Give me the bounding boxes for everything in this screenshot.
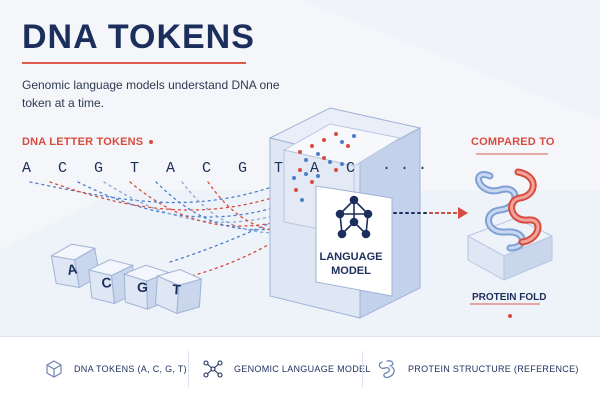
legend-item-protein-structure: PROTEIN STRUCTURE (REFERENCE) xyxy=(376,337,579,401)
page-subtitle: Genomic language models understand DNA o… xyxy=(22,78,280,110)
label-dot xyxy=(149,140,154,145)
language-model-label: LANGUAGE MODEL xyxy=(319,251,383,277)
protein-pedestal xyxy=(466,217,554,281)
background-panel xyxy=(300,0,600,120)
legend-label: DNA TOKENS (A, C, G, T) xyxy=(74,364,187,374)
cube-letter: A xyxy=(66,260,79,278)
legend-item-dna-tokens: DNA TOKENS (A, C, G, T) xyxy=(44,337,187,401)
legend-divider xyxy=(362,351,363,387)
legend-divider xyxy=(188,351,189,387)
token-cube-t xyxy=(154,269,203,315)
token-cube-a xyxy=(49,243,101,289)
cube-letter: G xyxy=(137,279,148,295)
diagram-canvas: A C G T xyxy=(29,0,600,319)
network-icon xyxy=(203,360,223,378)
cube-icon xyxy=(46,360,62,378)
marker-dot xyxy=(508,314,512,318)
protein-icon xyxy=(378,360,395,379)
legend-label: PROTEIN STRUCTURE (REFERENCE) xyxy=(408,364,579,374)
dna-tokens-label-text: DNA LETTER TOKENS xyxy=(22,136,144,148)
network-icon xyxy=(335,195,373,239)
language-model-block xyxy=(268,107,422,319)
protein-fold-icon xyxy=(475,168,542,252)
compared-to-label: COMPARED TO xyxy=(471,136,555,148)
page-title: DNA TOKENS xyxy=(22,18,255,56)
legend-label: GENOMIC LANGUAGE MODEL xyxy=(234,364,371,374)
dna-sequence: A C G T A C G T A C ··· xyxy=(22,160,437,177)
legend: DNA TOKENS (A, C, G, T) GENOMIC LANGUAGE… xyxy=(0,336,600,401)
cube-letter: T xyxy=(172,281,182,298)
title-underline xyxy=(22,62,246,64)
token-dot-grid xyxy=(292,132,356,202)
legend-item-language-model: GENOMIC LANGUAGE MODEL xyxy=(202,337,371,401)
cube-letter: C xyxy=(101,274,113,291)
comparison-arrow xyxy=(393,207,468,219)
protein-fold-label: PROTEIN FOLD xyxy=(472,292,547,303)
dna-tokens-label: DNA LETTER TOKENS xyxy=(22,136,154,148)
